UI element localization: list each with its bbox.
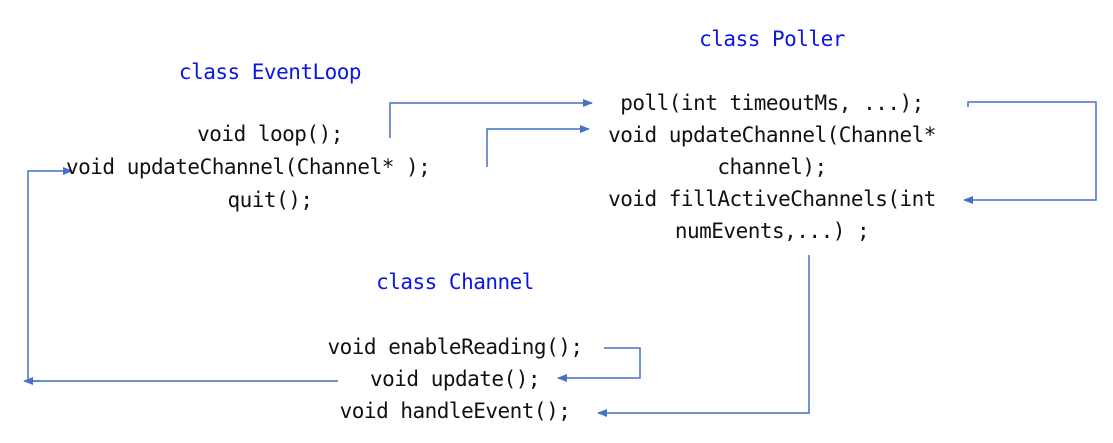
poller-updatechannel-method-line2: channel); <box>717 155 827 179</box>
arrow-poll-to-fillactivechannels <box>963 101 1097 204</box>
arrow-enablereading-to-update <box>557 347 641 382</box>
poller-class-title: class Poller <box>699 27 845 51</box>
channel-update-method: void update(); <box>369 367 541 391</box>
arrow-fillactivechannels-to-handleevent <box>597 255 810 417</box>
channel-handleevent-method: void handleEvent(); <box>339 399 571 423</box>
arrow-updatechannel-to-poller <box>486 125 590 167</box>
channel-class-title: class Channel <box>376 270 534 294</box>
poller-fillactivechannels-method-line1: void fillActiveChannels(int <box>608 187 936 211</box>
channel-enablereading-method: void enableReading(); <box>327 335 583 359</box>
poller-poll-method: poll(int timeoutMs, ...); <box>620 91 924 115</box>
eventloop-loop-method: void loop(); <box>197 122 343 146</box>
eventloop-class-title: class EventLoop <box>178 60 362 84</box>
arrow-loop-to-poll <box>389 99 593 138</box>
arrow-update-to-eventloop-updatechannel <box>27 167 338 382</box>
eventloop-updatechannel-method: void updateChannel(Channel* ); <box>66 155 431 179</box>
poller-updatechannel-method-line1: void updateChannel(Channel* <box>608 123 936 147</box>
eventloop-quit-method: quit(); <box>227 188 313 212</box>
poller-fillactivechannels-method-line2: numEvents,...) ; <box>674 219 870 243</box>
